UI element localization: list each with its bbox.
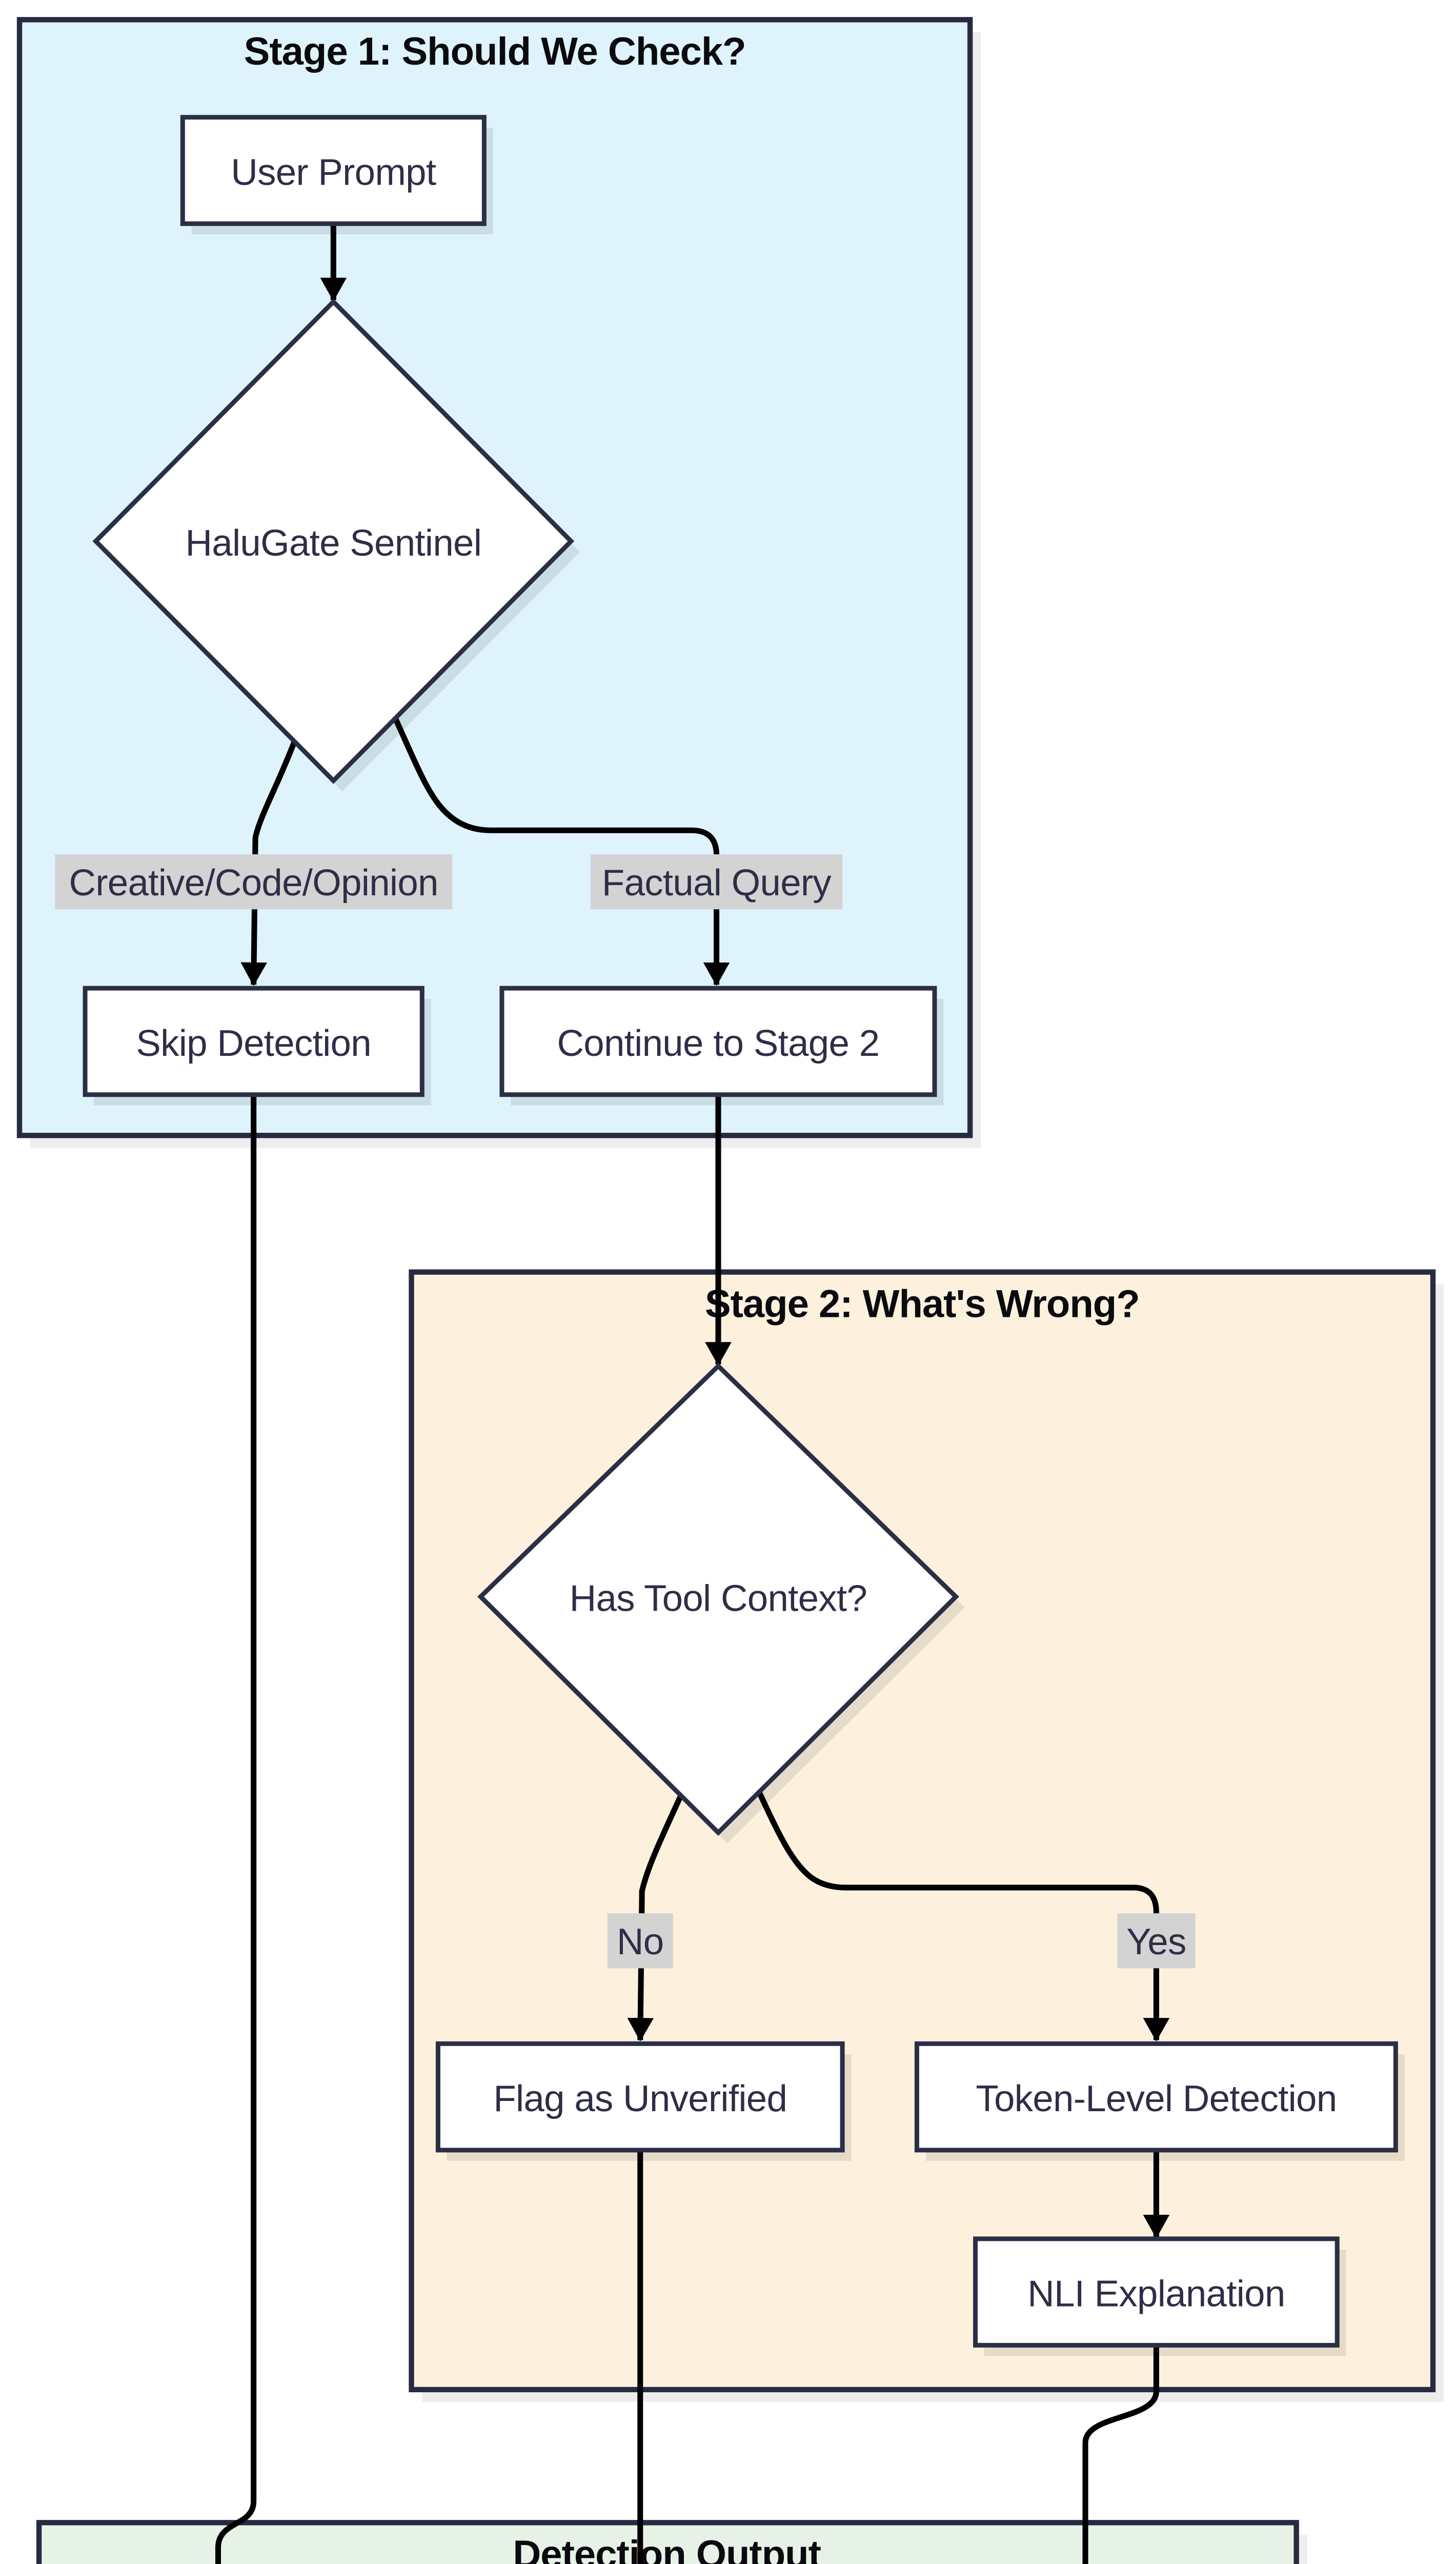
stage2-title: Stage 2: What's Wrong? xyxy=(705,1282,1140,1326)
skip-detection-node-box xyxy=(83,986,424,1097)
edge-label-bg-creative xyxy=(55,854,453,910)
halugate-sentinel-label: HaluGate Sentinel xyxy=(185,522,481,564)
edge-sentinel-to-skip xyxy=(240,740,297,986)
flag-unverified-node-box xyxy=(435,2041,845,2153)
nli-explanation-node: NLI Explanation xyxy=(973,2236,1346,2356)
token-level-detection-label: Token-Level Detection xyxy=(976,2078,1337,2119)
continue-stage2-node: Continue to Stage 2 xyxy=(499,986,944,1106)
edge-skip-to-pass-through xyxy=(215,1094,257,2564)
edge-has-tool-context-to-flag xyxy=(627,1794,684,2042)
edge-nli-to-detailed-report xyxy=(1082,2345,1159,2564)
edge-labels: Creative/Code/Opinion Factual Query No Y… xyxy=(55,854,1196,1969)
edge-label-no: No xyxy=(617,1921,663,1962)
token-level-detection-node-box xyxy=(914,2041,1398,2153)
nodes: User Prompt HaluGate Sentinel Skip Detec… xyxy=(83,115,1405,2356)
flag-unverified-node: Flag as Unverified xyxy=(435,2041,852,2161)
continue-stage2-node-box xyxy=(499,986,937,1097)
stage1-title: Stage 1: Should We Check? xyxy=(244,30,746,73)
token-level-detection-node: Token-Level Detection xyxy=(914,2041,1405,2161)
has-tool-context-decision: Has Tool Context? xyxy=(477,1363,965,1844)
has-tool-context-diamond xyxy=(477,1363,959,1836)
subgraph-stage2: Stage 2: What's Wrong? xyxy=(409,1269,1444,2402)
edge-label-bg-no xyxy=(607,1913,673,1969)
flag-unverified-label: Flag as Unverified xyxy=(493,2078,787,2119)
nli-explanation-label: NLI Explanation xyxy=(1027,2273,1285,2315)
subgraph-output: Detection Output xyxy=(36,2520,1307,2564)
edges xyxy=(215,224,1170,2564)
stage2-container xyxy=(409,1269,1436,2393)
halugate-sentinel-decision: HaluGate Sentinel xyxy=(92,298,580,792)
edge-label-factual: Factual Query xyxy=(602,862,832,904)
edge-label-bg-factual xyxy=(590,854,843,910)
edge-label-creative: Creative/Code/Opinion xyxy=(69,862,438,904)
nli-explanation-node-box xyxy=(973,2236,1340,2348)
user-prompt-label: User Prompt xyxy=(231,151,436,193)
edge-has-tool-context-to-token xyxy=(756,1790,1170,2042)
skip-detection-node: Skip Detection xyxy=(83,986,431,1106)
edge-sentinel-to-continue xyxy=(393,717,730,986)
user-prompt-node: User Prompt xyxy=(180,115,493,234)
edge-label-yes: Yes xyxy=(1126,1921,1186,1962)
user-prompt-node-box xyxy=(180,115,487,226)
output-title: Detection Output xyxy=(513,2533,821,2564)
halugate-sentinel-diamond xyxy=(92,298,575,784)
continue-stage2-label: Continue to Stage 2 xyxy=(557,1023,880,1064)
has-tool-context-label: Has Tool Context? xyxy=(570,1578,867,1619)
skip-detection-label: Skip Detection xyxy=(136,1023,371,1064)
edge-label-bg-yes xyxy=(1117,1913,1196,1969)
